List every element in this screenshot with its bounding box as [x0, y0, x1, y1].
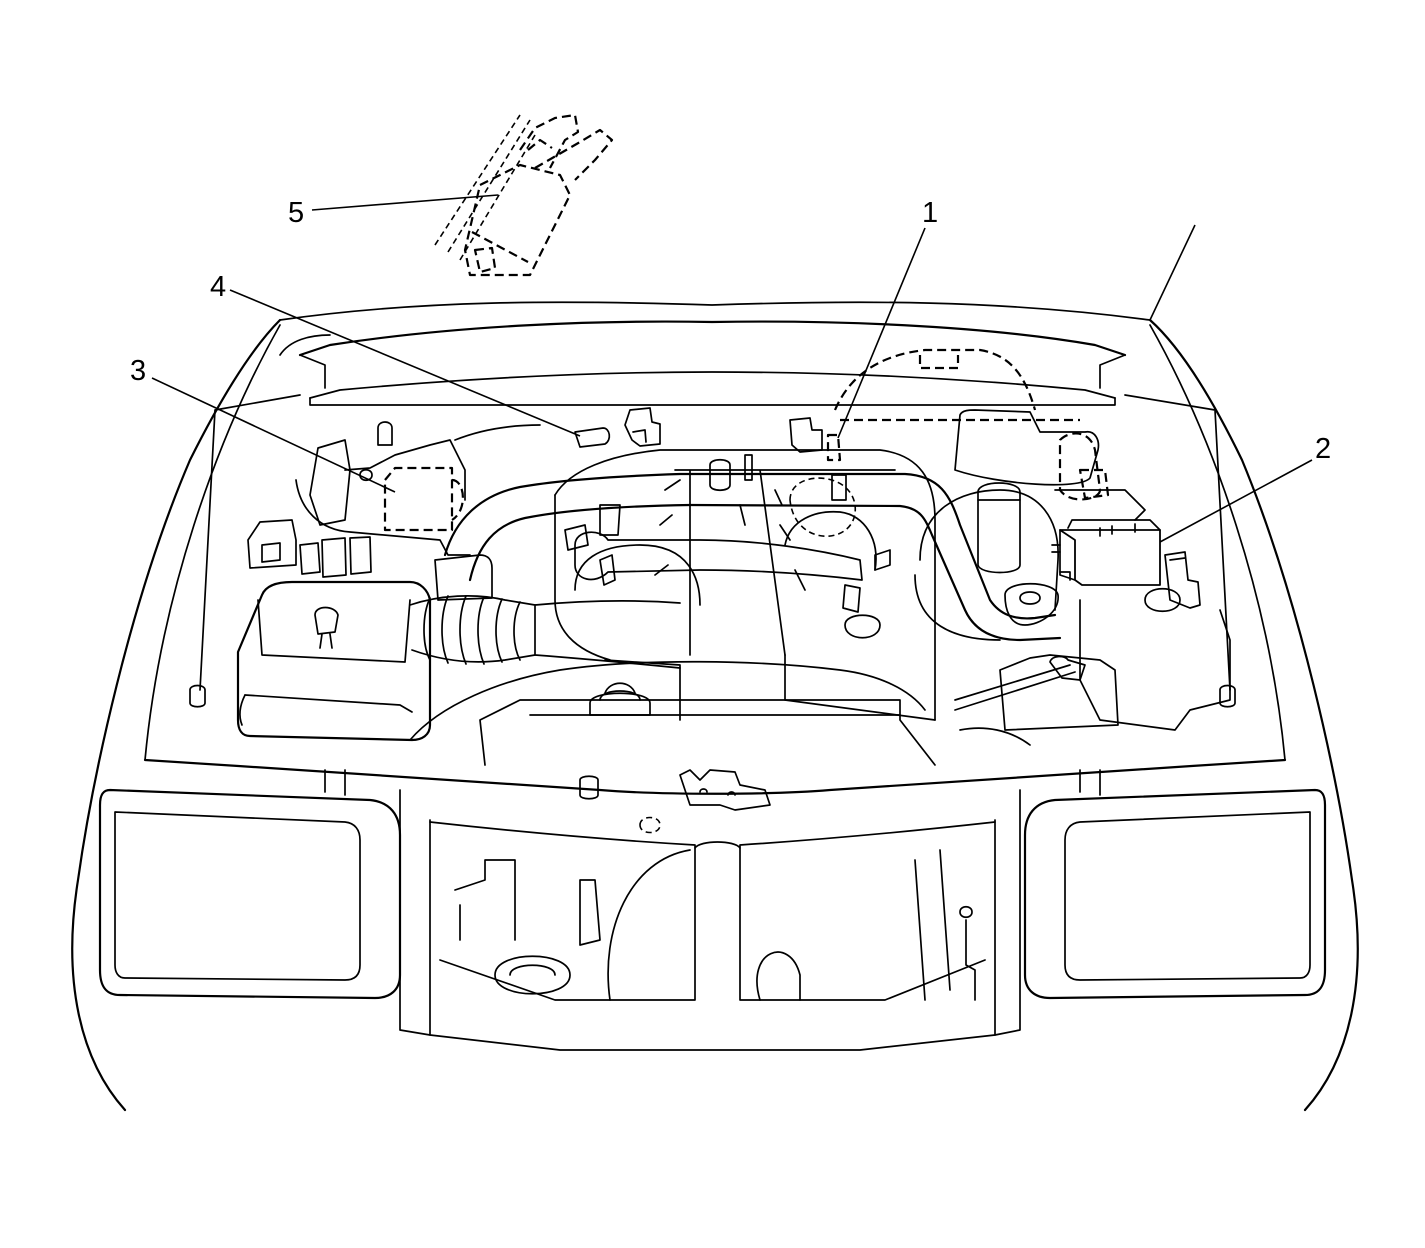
brake-master-cylinder [914, 482, 1059, 641]
vehicle-body [71, 301, 1359, 1112]
callout-3: 3 [130, 355, 146, 387]
leader-line-5 [311, 194, 499, 211]
callout-4: 4 [210, 271, 226, 303]
washer-reservoir [954, 409, 1231, 731]
intake-boot [409, 554, 681, 669]
left-headlamp [98, 769, 402, 1000]
leader-lines [151, 194, 1313, 543]
radiator-support [143, 684, 1287, 1051]
leader-line-4 [229, 289, 581, 437]
right-headlamp [1023, 769, 1327, 1000]
air-cleaner-box [236, 334, 432, 742]
connectors [574, 407, 1186, 561]
relay-block [247, 421, 541, 578]
hood-prop-line [1149, 224, 1196, 321]
callout-labels: 1 2 3 4 5 [130, 197, 1331, 465]
callout-2: 2 [1315, 433, 1331, 465]
callout-5: 5 [288, 197, 304, 229]
leader-line-2 [1159, 459, 1313, 543]
callout-1: 1 [922, 197, 938, 229]
control-module [1051, 519, 1161, 586]
component-5-sensor [434, 113, 614, 277]
leader-line-3 [151, 377, 396, 493]
hidden-component-outlines [383, 348, 1110, 532]
air-intake-tube [443, 472, 1062, 642]
radiator-cap [409, 660, 1031, 766]
engine-block [554, 449, 936, 721]
leader-line-1 [837, 227, 926, 439]
